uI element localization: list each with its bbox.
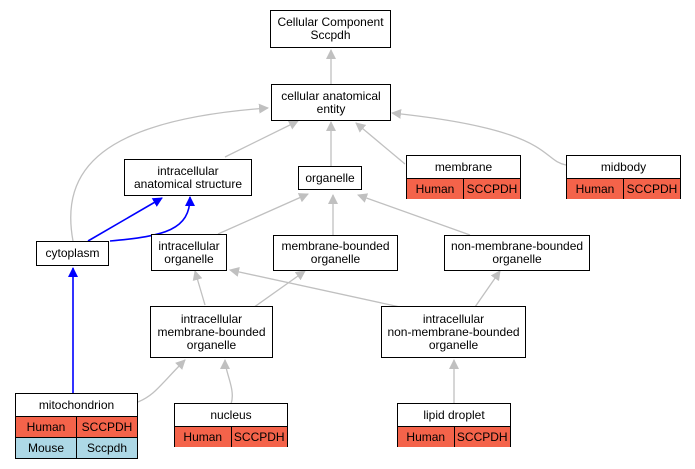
- root-title: Cellular Component: [277, 15, 384, 29]
- species-name: Mouse: [27, 441, 65, 455]
- node-nucleus[interactable]: nucleus Human SCCPDH: [174, 403, 288, 447]
- root-gene: Sccpdh: [310, 28, 351, 42]
- edge-cytoplasm-partof-ias-right: [109, 196, 195, 242]
- edge-cytoplasm-partof-ias-left: [87, 197, 163, 242]
- species-name: Human: [415, 182, 455, 196]
- edge-nucleus-to-imbo: [220, 359, 233, 405]
- node-label: mitochondrion: [38, 397, 115, 412]
- node-cellular-anatomical-entity[interactable]: cellular anatomical entity: [271, 84, 391, 121]
- node-label: midbody: [600, 159, 647, 174]
- node-label: intracellular non-membrane-bounded organ…: [387, 311, 520, 352]
- node-intracellular-organelle[interactable]: intracellular organelle: [151, 234, 227, 271]
- edge-inmbo-to-nmbo: [474, 270, 501, 308]
- node-membrane-bounded-organelle[interactable]: membrane-bounded organelle: [273, 235, 398, 271]
- node-intracellular-anatomical-structure[interactable]: intracellular anatomical structure: [124, 159, 252, 196]
- node-label: cytoplasm: [45, 246, 100, 260]
- species-row-human: Human SCCPDH: [16, 416, 137, 437]
- node-label: intracellular membrane-bounded organelle: [157, 311, 266, 352]
- edge-midbody-to-cae: [391, 108, 567, 166]
- node-cytoplasm[interactable]: cytoplasm: [36, 241, 109, 266]
- node-label: lipid droplet: [423, 407, 485, 422]
- node-label: cellular anatomical entity: [281, 88, 381, 116]
- species-gene: SCCPDH: [623, 179, 680, 199]
- node-label: organelle: [305, 170, 355, 185]
- species-row-human: Human SCCPDH: [407, 178, 520, 199]
- node-label: intracellular anatomical structure: [133, 163, 243, 191]
- species-name: Human: [26, 420, 66, 434]
- species-name: Human: [183, 430, 223, 444]
- edge-imbo-to-io: [192, 270, 206, 306]
- edge-io-to-organelle: [217, 193, 309, 235]
- node-label: nucleus: [210, 407, 252, 422]
- node-label: non-membrane-bounded organelle: [450, 239, 584, 266]
- edge-nmbo-to-organelle: [357, 193, 471, 236]
- species-name: Human: [575, 182, 615, 196]
- node-label: membrane: [434, 159, 493, 174]
- species-gene: SCCPDH: [453, 427, 511, 447]
- node-organelle[interactable]: organelle: [298, 166, 362, 190]
- edge-cytoplasm-to-cae: [70, 103, 269, 242]
- node-label: membrane-bounded organelle: [281, 239, 390, 266]
- species-row-human: Human SCCPDH: [398, 426, 510, 447]
- node-membrane[interactable]: membrane Human SCCPDH: [406, 155, 521, 199]
- edge-inmbo-to-io: [229, 267, 401, 308]
- node-intracellular-membrane-bounded-organelle[interactable]: intracellular membrane-bounded organelle: [150, 306, 273, 358]
- species-row-human: Human SCCPDH: [175, 426, 287, 447]
- edge-membrane-to-cae: [355, 122, 406, 165]
- species-gene: SCCPDH: [230, 427, 288, 447]
- species-gene: Sccpdh: [76, 438, 137, 458]
- node-cellular-component-root[interactable]: Cellular Component Sccpdh: [270, 10, 391, 48]
- node-label: intracellular organelle: [158, 238, 220, 266]
- species-gene: SCCPDH: [76, 417, 137, 437]
- node-intracellular-non-membrane-bounded-organelle[interactable]: intracellular non-membrane-bounded organ…: [381, 306, 526, 358]
- node-non-membrane-bounded-organelle[interactable]: non-membrane-bounded organelle: [444, 235, 590, 271]
- edge-imbo-to-mbo: [249, 270, 306, 311]
- species-name: Human: [406, 430, 446, 444]
- node-midbody[interactable]: midbody Human SCCPDH: [566, 155, 681, 199]
- edge-ias-to-cae: [224, 120, 299, 158]
- species-row-human: Human SCCPDH: [567, 178, 680, 199]
- species-gene: SCCPDH: [463, 179, 520, 199]
- species-row-mouse: Mouse Sccpdh: [16, 437, 137, 458]
- node-lipid-droplet[interactable]: lipid droplet Human SCCPDH: [397, 403, 511, 447]
- edge-mito-to-imbo: [137, 359, 186, 403]
- node-mitochondrion[interactable]: mitochondrion Human SCCPDH Mouse Sccpdh: [15, 393, 138, 459]
